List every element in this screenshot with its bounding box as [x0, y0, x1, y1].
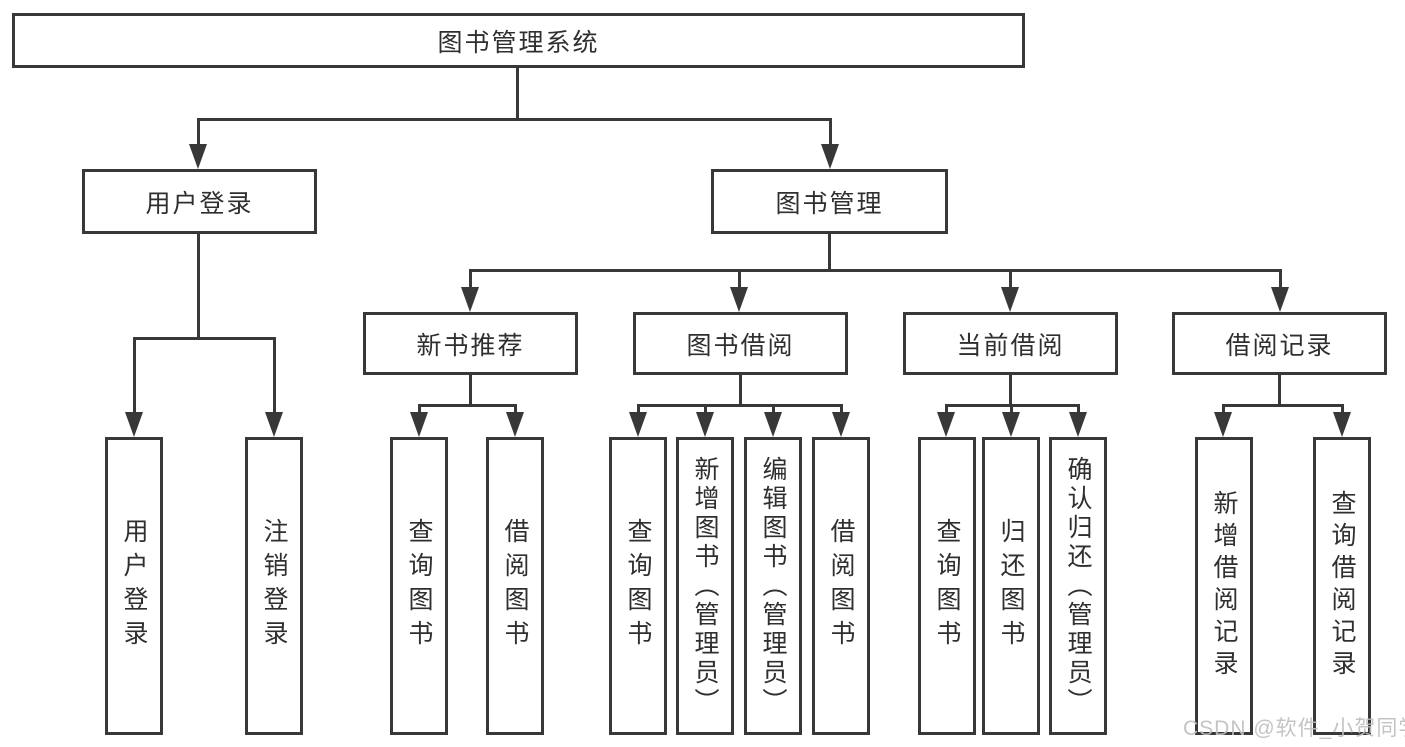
- connector-line: [273, 337, 276, 413]
- leaf-user-login: 用户登录: [105, 437, 163, 735]
- leaf-confirm-return-admin: 确认归还（管理员）: [1049, 437, 1107, 735]
- connector-line: [197, 234, 200, 339]
- leaf-query-books-recommend: 查询图书: [390, 437, 448, 735]
- arrow-down-icon: [629, 412, 647, 437]
- arrow-down-icon: [821, 144, 839, 169]
- node-book-management: 图书管理: [711, 169, 948, 234]
- connector-line: [739, 375, 742, 407]
- connector-line: [828, 234, 831, 272]
- arrow-down-icon: [832, 412, 850, 437]
- arrow-down-icon: [1002, 412, 1020, 437]
- connector-line: [704, 404, 707, 414]
- leaf-logout: 注销登录: [245, 437, 303, 735]
- arrow-down-icon: [1271, 287, 1289, 312]
- connector-line: [1222, 404, 1225, 414]
- arrow-down-icon: [461, 287, 479, 312]
- arrow-down-icon: [1333, 412, 1351, 437]
- node-current-borrow: 当前借阅: [903, 312, 1118, 375]
- connector-line: [1009, 375, 1012, 407]
- arrow-down-icon: [410, 412, 428, 437]
- connector-line: [469, 269, 472, 289]
- connector-line: [829, 118, 832, 148]
- arrow-down-icon: [1069, 412, 1087, 437]
- leaf-query-books-borrow: 查询图书: [609, 437, 667, 735]
- arrow-down-icon: [506, 412, 524, 437]
- arrow-down-icon: [1214, 412, 1232, 437]
- connector-line: [1278, 375, 1281, 407]
- connector-line: [1341, 404, 1344, 414]
- node-borrow-records: 借阅记录: [1172, 312, 1387, 375]
- leaf-add-borrow-record: 新增借阅记录: [1195, 437, 1253, 735]
- connector-line: [840, 404, 843, 414]
- leaf-return-book: 归还图书: [982, 437, 1040, 735]
- connector-line: [516, 66, 519, 118]
- leaf-add-book-admin: 新增图书（管理员）: [676, 437, 734, 735]
- connector-line: [1010, 404, 1013, 414]
- leaf-borrow-books-recommend: 借阅图书: [486, 437, 544, 735]
- connector-line: [1222, 404, 1344, 407]
- connector-line: [1009, 269, 1012, 289]
- arrow-down-icon: [265, 412, 283, 437]
- connector-line: [1279, 269, 1282, 289]
- connector-line: [1077, 404, 1080, 414]
- arrow-down-icon: [1001, 287, 1019, 312]
- arrow-down-icon: [189, 144, 207, 169]
- node-root: 图书管理系统: [12, 13, 1025, 68]
- connector-line: [945, 404, 948, 414]
- connector-line: [772, 404, 775, 414]
- arrow-down-icon: [730, 287, 748, 312]
- connector-line: [133, 337, 136, 413]
- connector-line: [637, 404, 843, 407]
- arrow-down-icon: [937, 412, 955, 437]
- connector-line: [197, 118, 200, 148]
- leaf-edit-book-admin: 编辑图书（管理员）: [744, 437, 802, 735]
- connector-line: [418, 404, 517, 407]
- connector-line: [418, 404, 421, 414]
- arrow-down-icon: [764, 412, 782, 437]
- connector-line: [469, 375, 472, 407]
- connector-line: [514, 404, 517, 414]
- connector-line: [133, 337, 276, 340]
- leaf-query-books-current: 查询图书: [918, 437, 976, 735]
- leaf-borrow-books-borrow: 借阅图书: [812, 437, 870, 735]
- connector-line: [738, 269, 741, 289]
- node-user-login: 用户登录: [82, 169, 317, 234]
- connector-line: [637, 404, 640, 414]
- node-book-borrow: 图书借阅: [633, 312, 848, 375]
- node-new-book-recommend: 新书推荐: [363, 312, 578, 375]
- watermark-text: CSDN @软件_小贺同学: [1183, 717, 1405, 740]
- connector-line: [197, 118, 832, 121]
- arrow-down-icon: [125, 412, 143, 437]
- leaf-query-borrow-record: 查询借阅记录: [1313, 437, 1371, 735]
- arrow-down-icon: [696, 412, 714, 437]
- connector-line: [470, 269, 1282, 272]
